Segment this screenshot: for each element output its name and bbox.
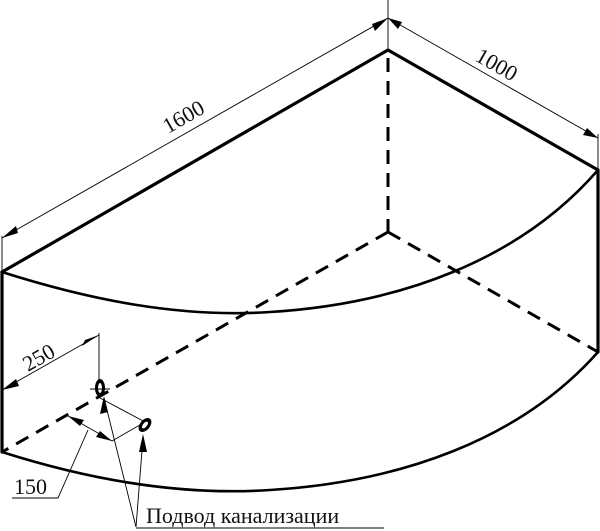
arrowhead: [372, 18, 388, 31]
drain-callout: Подвод канализации: [100, 396, 384, 529]
top-front-arc: [0, 168, 600, 315]
leader-line: [103, 397, 137, 528]
dimension-150: 150: [12, 397, 146, 499]
arrowhead: [2, 379, 19, 390]
dimension-label-1600: 1600: [158, 95, 209, 139]
dimension-line: [1, 17, 389, 239]
drain-callout-label: Подвод канализации: [146, 503, 339, 528]
dimension-1000: 1000: [387, 17, 599, 170]
arrowhead: [68, 416, 84, 426]
arrowhead: [388, 18, 402, 29]
drain-hole-inner: [98, 383, 102, 393]
drain-outlet-1: [90, 379, 110, 397]
arrowhead: [82, 335, 99, 346]
hidden-right-bottom-edge: [387, 230, 599, 354]
leader-line: [135, 437, 144, 528]
hidden-edges: [1, 58, 599, 454]
arrowhead: [583, 128, 598, 138]
arrowhead: [2, 226, 18, 238]
dimension-label-150: 150: [14, 474, 47, 499]
dimension-line: [387, 17, 599, 139]
dimension-label-1000: 1000: [472, 43, 523, 87]
arrowhead: [139, 434, 147, 452]
drain-outlets: [90, 379, 152, 432]
extension-line: [99, 397, 146, 423]
dimension-label-250: 250: [18, 338, 59, 376]
dimension-line: [1, 334, 100, 391]
drain-hole-inner: [142, 421, 148, 429]
arrowhead: [100, 396, 108, 414]
hidden-left-bottom-edge: [1, 230, 389, 454]
leader-line: [12, 429, 89, 499]
dimension-250: 250: [1, 333, 100, 392]
bottom-front-arc: [0, 350, 600, 493]
drain-outlet-2: [138, 418, 152, 432]
arrowhead: [96, 431, 112, 441]
dimension-1600: 1600: [1, 0, 389, 272]
visible-outline: [0, 48, 600, 493]
